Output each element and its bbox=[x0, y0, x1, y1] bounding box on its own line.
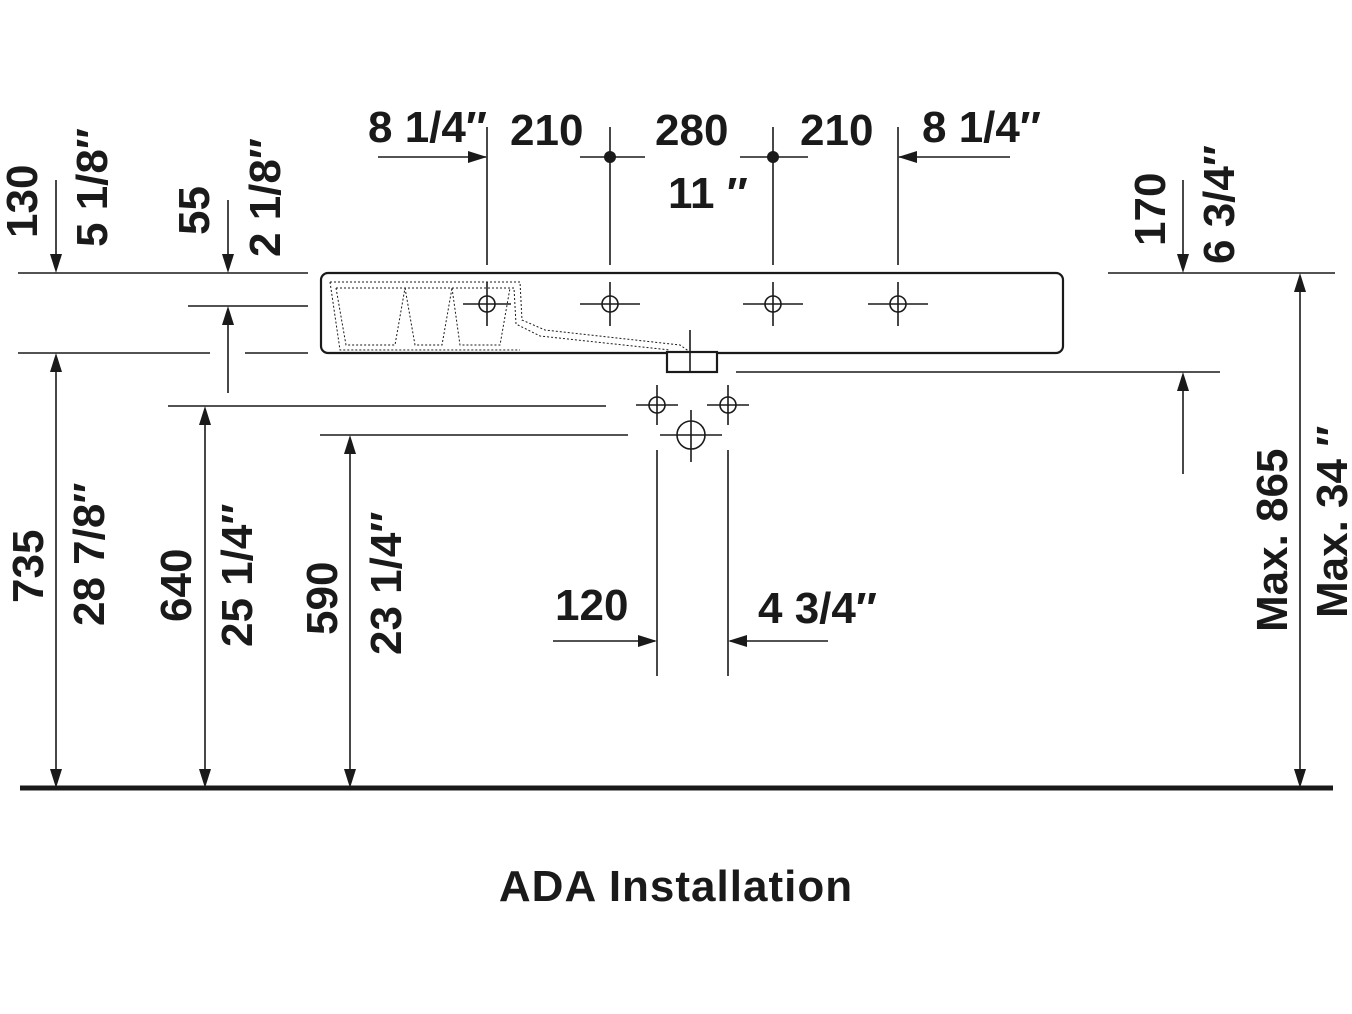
dim-130-inch: 5 1/8″ bbox=[68, 128, 117, 247]
dim-120-inch: 4 3/4″ bbox=[758, 584, 877, 633]
dim-55-inch: 2 1/8″ bbox=[241, 138, 290, 257]
dim-735-mm: 735 bbox=[4, 530, 53, 603]
dim-top-210-left: 210 bbox=[510, 106, 583, 155]
dim-170-mm: 170 bbox=[1126, 173, 1175, 246]
supply-connection-left bbox=[636, 385, 678, 425]
dim-top-left-inch: 8 1/4″ bbox=[368, 103, 487, 152]
drawing-caption: ADA Installation bbox=[498, 862, 854, 911]
tap-hole-marker-3 bbox=[743, 282, 803, 326]
tap-hole-marker-1 bbox=[463, 282, 511, 326]
wall-connections bbox=[636, 385, 749, 676]
waste-connection bbox=[660, 410, 722, 462]
dim-top-210-right: 210 bbox=[800, 106, 873, 155]
drain-outlet bbox=[665, 350, 719, 374]
dim-130-group: 130 5 1/8″ bbox=[0, 128, 117, 273]
reference-lines bbox=[18, 272, 1335, 436]
supply-connection-right bbox=[707, 385, 749, 425]
dim-170-group: 170 6 3/4″ bbox=[1126, 145, 1244, 474]
dim-590-mm: 590 bbox=[298, 562, 347, 635]
dim-170-inch: 6 3/4″ bbox=[1195, 145, 1244, 264]
dim-55-group: 55 2 1/8″ bbox=[170, 138, 290, 393]
top-dimension-chain: 8 1/4″ 210 280 210 8 1/4″ 11 ″ bbox=[368, 103, 1041, 265]
dim-120-mm: 120 bbox=[555, 581, 628, 630]
dim-130-mm: 130 bbox=[0, 165, 47, 238]
washbasin-profile bbox=[319, 271, 1065, 374]
dim-max-inch: Max. 34 ″ bbox=[1308, 426, 1352, 618]
dim-640-group: 640 25 1/4″ bbox=[152, 406, 262, 788]
dim-120-group: 120 4 3/4″ bbox=[553, 581, 877, 647]
dim-max-group: Max. 865 Max. 34 ″ bbox=[1248, 273, 1352, 788]
dim-max-mm: Max. 865 bbox=[1248, 449, 1297, 632]
dim-center-inch: 11 ″ bbox=[668, 169, 748, 218]
dim-590-inch: 23 1/4″ bbox=[362, 512, 411, 655]
dim-top-right-inch: 8 1/4″ bbox=[922, 103, 1041, 152]
dim-640-mm: 640 bbox=[152, 549, 201, 622]
tap-hole-marker-2 bbox=[580, 282, 640, 326]
dim-590-group: 590 23 1/4″ bbox=[298, 435, 411, 788]
dim-735-group: 735 28 7/8″ bbox=[4, 353, 114, 788]
dim-top-280: 280 bbox=[655, 106, 728, 155]
tap-hole-marker-4 bbox=[868, 282, 928, 326]
dim-735-inch: 28 7/8″ bbox=[65, 483, 114, 626]
dim-640-inch: 25 1/4″ bbox=[213, 504, 262, 647]
dim-55-mm: 55 bbox=[170, 186, 219, 235]
